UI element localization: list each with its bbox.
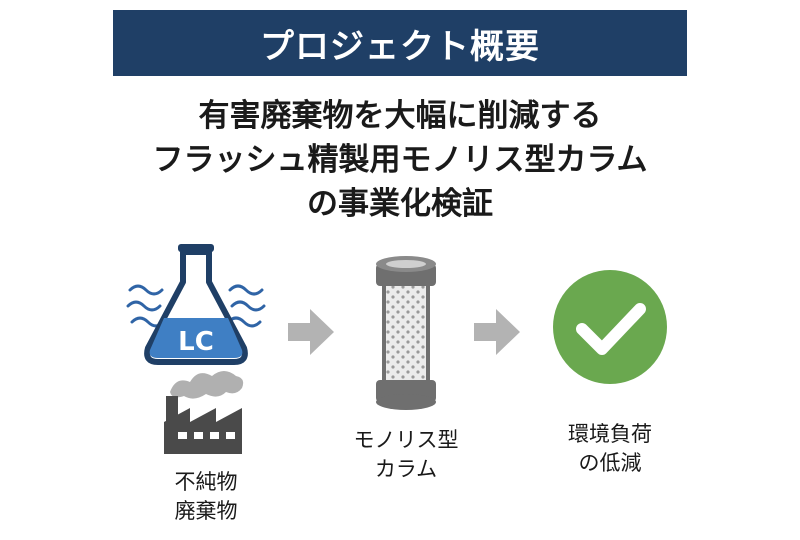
column-caption-line-2: カラム — [374, 457, 438, 481]
headline-line-2: フラッシュ精製用モノリス型カラム — [152, 142, 648, 178]
impurity-caption-line-2: 廃棄物 — [174, 499, 238, 523]
impurity-waste-caption: 不純物 廃棄物 — [146, 468, 266, 526]
monolith-column-caption: モノリス型 カラム — [336, 426, 476, 484]
environment-caption: 環境負荷 の低減 — [550, 420, 670, 478]
headline-line-1: 有害廃棄物を大幅に削減する — [198, 98, 602, 134]
project-headline: 有害廃棄物を大幅に削減する フラッシュ精製用モノリス型カラム の事業化検証 — [0, 94, 800, 226]
lc-flask-icon: LC — [126, 244, 266, 365]
monolith-column-icon — [376, 256, 436, 410]
arrow-right-icon — [474, 309, 520, 355]
environment-caption-line-2: の低減 — [578, 451, 642, 475]
factory-icon — [164, 396, 242, 454]
check-circle-icon — [553, 270, 667, 384]
banner-title: プロジェクト概要 — [260, 26, 540, 67]
wave-lines-icon — [126, 284, 266, 328]
environment-caption-line-1: 環境負荷 — [568, 422, 652, 446]
smoke-icon — [170, 371, 244, 399]
headline-line-3: の事業化検証 — [307, 186, 493, 222]
column-caption-line-1: モノリス型 — [353, 428, 459, 452]
impurity-caption-line-1: 不純物 — [174, 470, 238, 494]
arrow-right-icon — [288, 309, 334, 355]
title-banner: プロジェクト概要 — [113, 10, 687, 76]
lc-label: LC — [178, 327, 214, 357]
